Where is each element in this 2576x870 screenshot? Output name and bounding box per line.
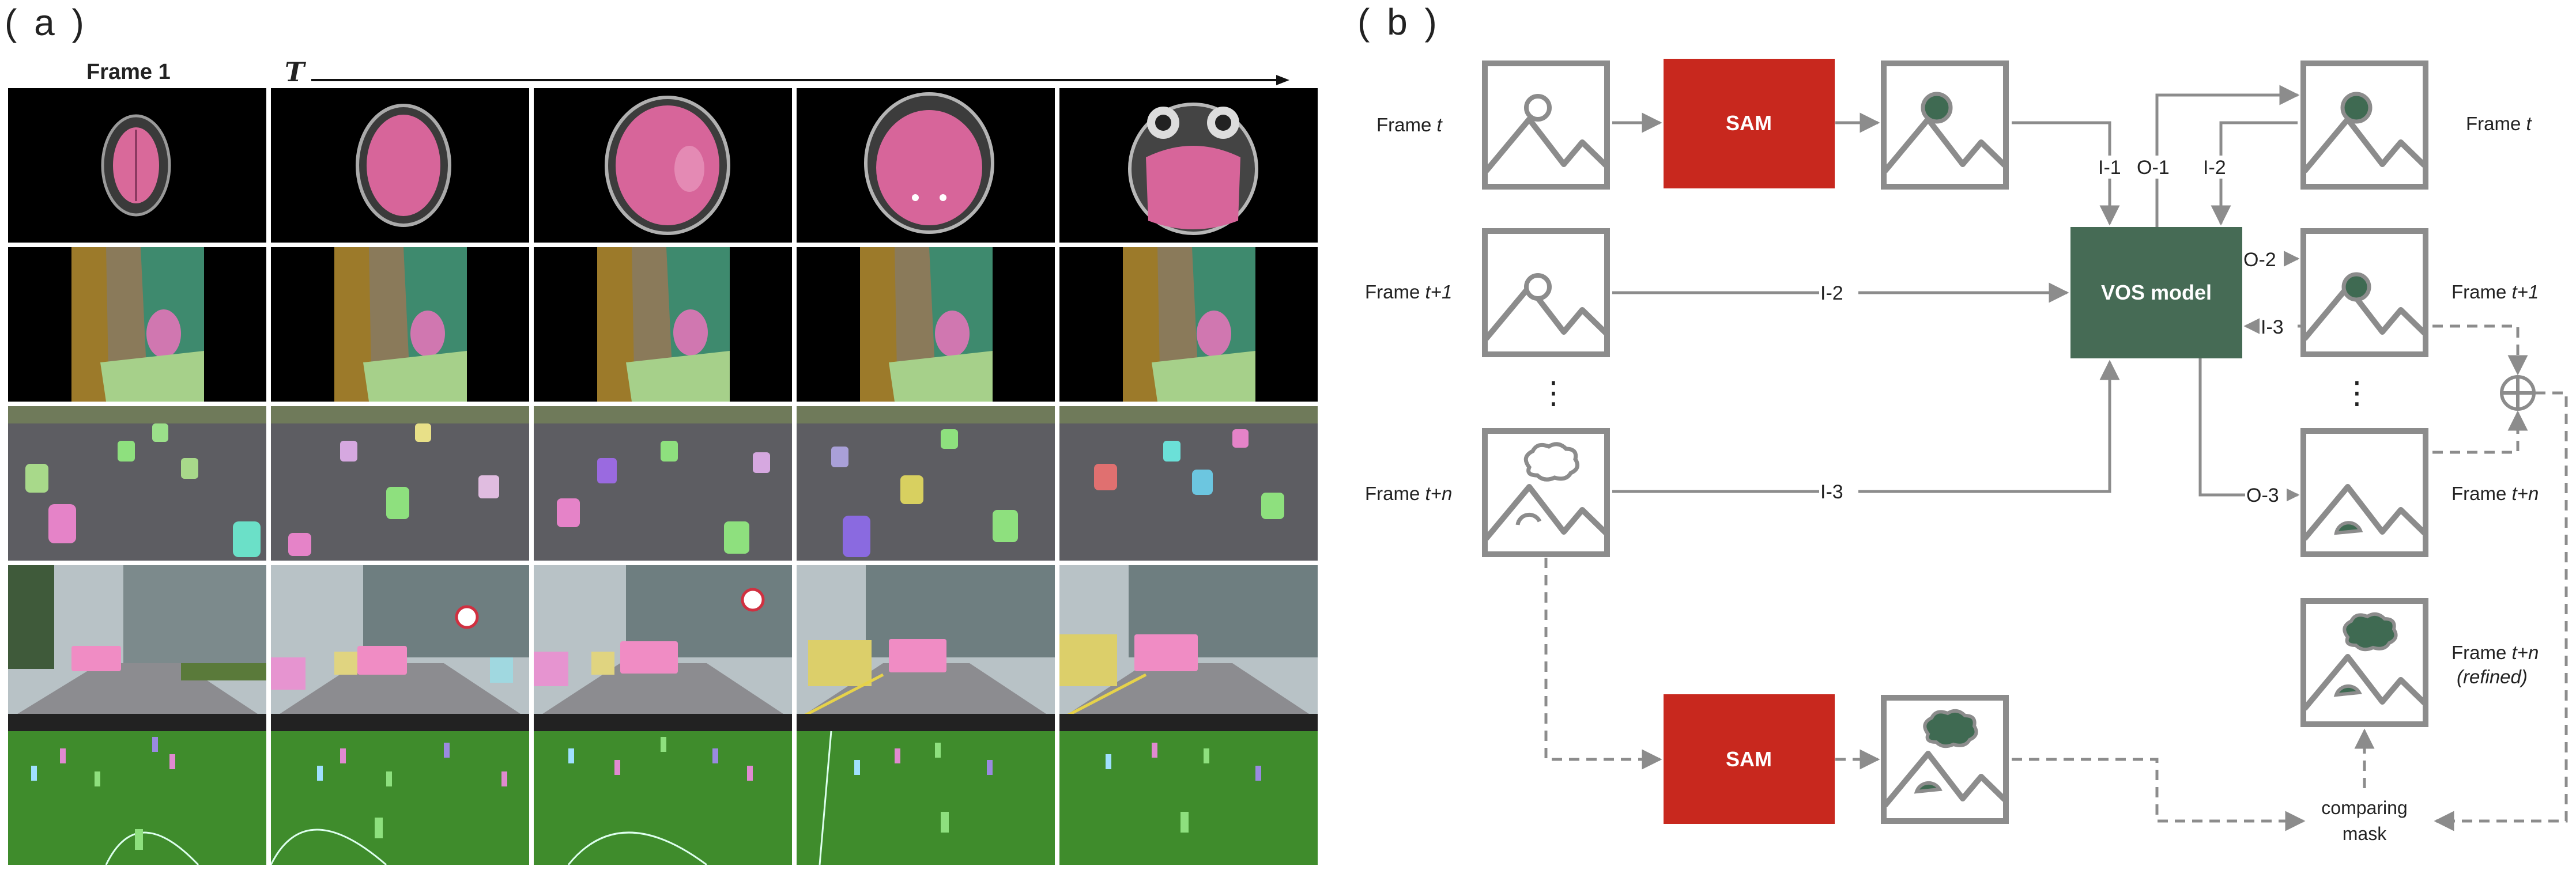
arrow-output-to-vos-i2 (2211, 121, 2298, 226)
label-frame-t1-left: Frame t+1 (1365, 281, 1452, 302)
mask-icon-sam-output-tn (1884, 698, 2006, 821)
panel-b-label: ( b ) (1357, 1, 1440, 43)
soccer-frame-4 (797, 714, 1055, 865)
image-icon-frame-t (1485, 63, 1607, 187)
sam-block-top: SAM (1664, 59, 1835, 188)
label-refined: (refined) (2457, 666, 2528, 687)
street-frame-3 (534, 565, 792, 720)
label-frame-t1-right: Frame t+1 (2451, 281, 2539, 302)
surgical-frame-2 (271, 247, 529, 402)
vos-model-label: VOS model (2101, 281, 2212, 304)
edge-label-o3: O-3 (2246, 485, 2279, 506)
mri-frame-4 (797, 88, 1055, 243)
edge-label-i2-top: I-2 (2203, 157, 2226, 179)
surgical-frame-3 (534, 247, 792, 402)
image-icon-frame-tn (1485, 431, 1607, 554)
time-axis-arrow (311, 75, 1289, 85)
mask-icon-output-frame-t (2303, 63, 2426, 187)
sam-block-bottom: SAM (1664, 694, 1835, 824)
soccer-frame-2 (271, 714, 529, 865)
ellipsis-right: ⋮ (2341, 375, 2373, 411)
label-frame-tn-refined: Frame t+n (2451, 642, 2539, 663)
mri-frame-2 (271, 88, 529, 243)
edge-label-o2: O-2 (2243, 249, 2276, 271)
dashed-mask-to-compare (2012, 758, 2306, 831)
comparing-mask-label-line1: comparing (2321, 797, 2407, 818)
arrow-vos-to-output-o3 (2198, 358, 2300, 505)
mask-icon-output-frame-tn (2303, 431, 2426, 554)
edge-label-i1: I-1 (2098, 157, 2121, 179)
surgical-frame-1 (8, 247, 266, 402)
label-frame-t-left: Frame t (1376, 114, 1443, 135)
surgical-frame-4 (797, 247, 1055, 402)
mri-frame-5 (1059, 88, 1318, 243)
dashed-output-t1-to-plus (2432, 324, 2528, 376)
combine-plus-icon (2500, 375, 2536, 411)
image-icon-frame-t1 (1485, 231, 1607, 354)
edge-label-i3-bottom: I-3 (1820, 481, 1843, 503)
mask-icon-output-frame-t1 (2303, 231, 2426, 354)
street-frame-4 (797, 565, 1055, 720)
soccer-frame-1 (8, 714, 266, 865)
traffic-frame-4 (797, 406, 1055, 561)
traffic-frame-2 (271, 406, 529, 561)
ellipsis-left: ⋮ (1538, 375, 1569, 411)
panel-a: ( a ) Frame 1 T (5, 2, 1318, 865)
edge-label-i2-mid: I-2 (1820, 282, 1843, 304)
surgical-frame-5 (1059, 247, 1318, 402)
arrow-mask-to-vos-i1 (2012, 121, 2120, 226)
label-frame-tn-right: Frame t+n (2451, 483, 2539, 504)
comparing-mask-label-line2: mask (2343, 823, 2387, 844)
arrow-frame-tn-to-vos-i3 (1612, 360, 2120, 493)
traffic-frame-1 (8, 406, 266, 561)
time-axis-label: T (285, 56, 305, 88)
soccer-frame-5 (1059, 714, 1318, 865)
edge-label-i3-right: I-3 (2261, 316, 2284, 338)
mri-frame-3 (534, 88, 792, 243)
traffic-frame-3 (534, 406, 792, 561)
sam-top-label: SAM (1726, 111, 1772, 135)
label-frame-t-right: Frame t (2466, 113, 2533, 134)
label-frame-tn-left: Frame t+n (1365, 483, 1452, 504)
frame-1-label: Frame 1 (86, 60, 171, 84)
sam-bottom-label: SAM (1726, 747, 1772, 771)
vos-model-block: VOS model (2070, 227, 2242, 358)
street-frame-5 (1059, 565, 1318, 720)
street-frame-2 (271, 565, 529, 720)
street-frame-1 (8, 565, 266, 720)
mask-icon-refined-frame-tn (2303, 601, 2426, 724)
mask-icon-frame-t (1884, 63, 2006, 187)
traffic-frame-5 (1059, 406, 1318, 561)
dashed-output-tn-to-plus (2432, 410, 2528, 454)
edge-label-o1: O-1 (2137, 157, 2170, 179)
arrow-vos-to-output-o1 (2155, 85, 2300, 227)
panel-a-label: ( a ) (5, 2, 88, 43)
dashed-frame-tn-to-sam (1544, 558, 1662, 770)
dashed-plus-to-compare (2434, 391, 2568, 831)
soccer-frame-3 (534, 714, 792, 865)
mri-frame-1 (8, 88, 266, 243)
